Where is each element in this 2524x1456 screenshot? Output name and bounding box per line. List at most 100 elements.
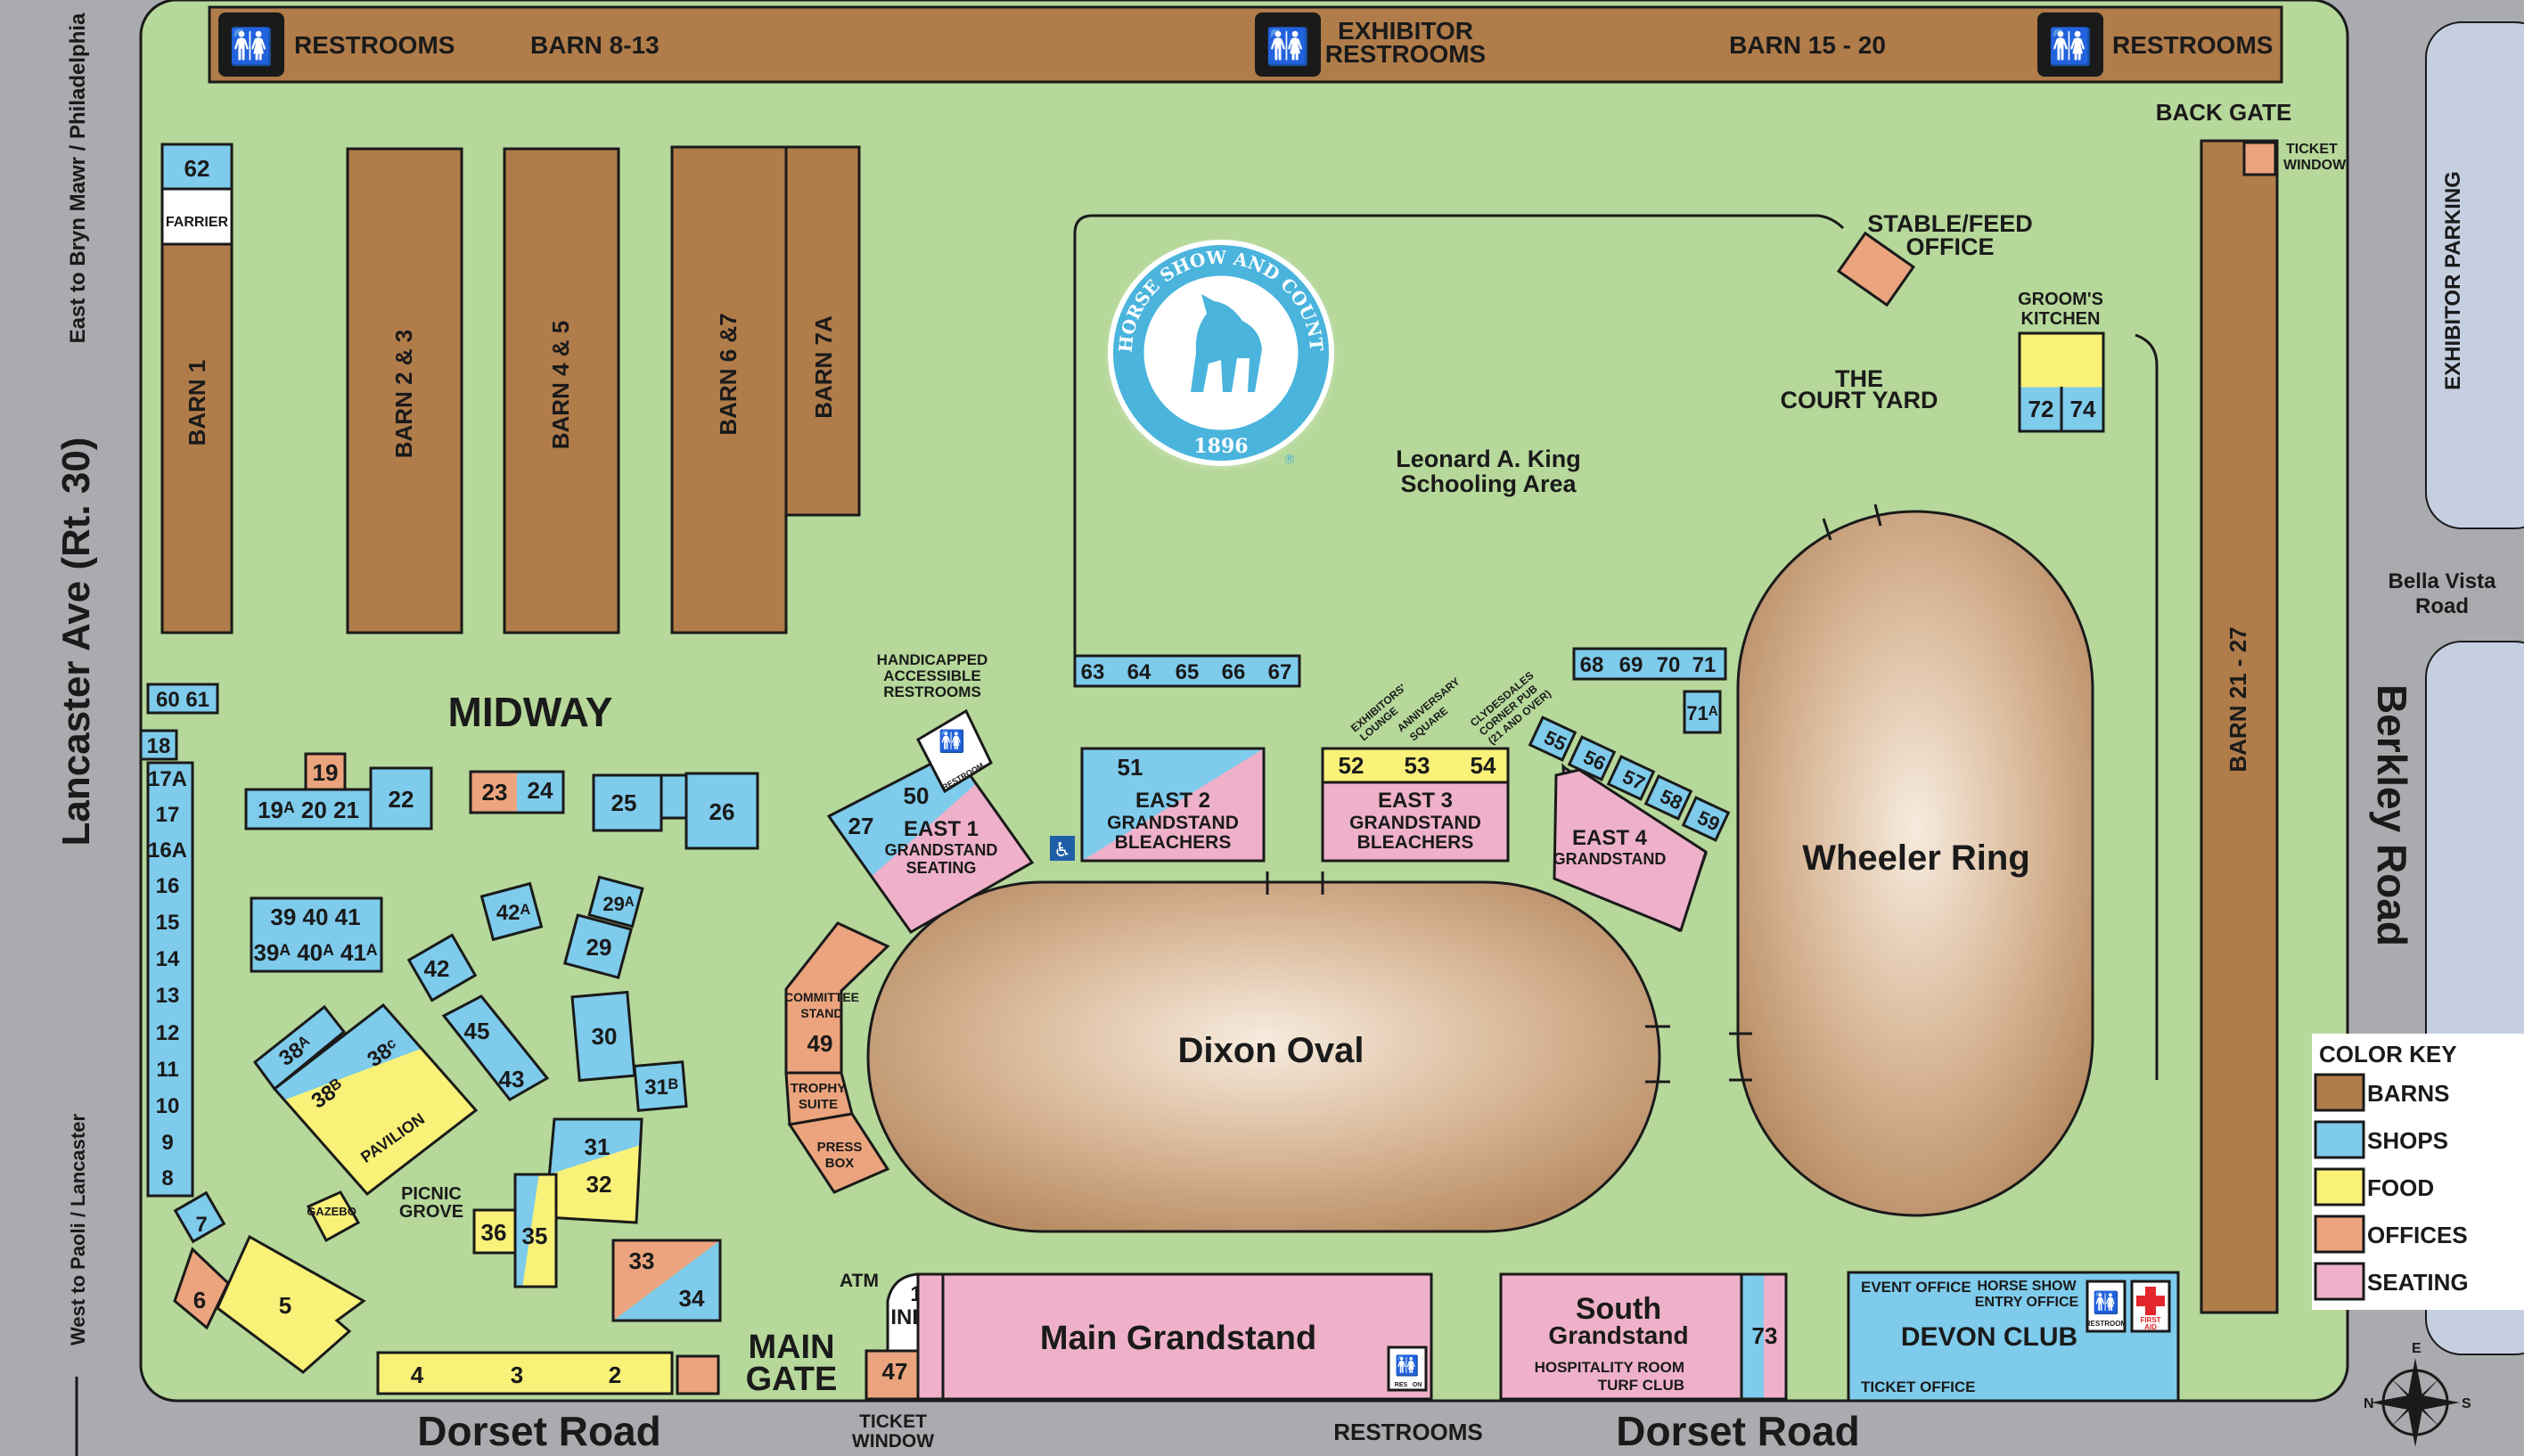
stable-feed-label-2: OFFICE (1906, 233, 1995, 260)
restroom-icon-center: 🚻 (1255, 12, 1321, 77)
lot-23-24[interactable] (469, 770, 565, 814)
gazebo[interactable] (306, 1190, 361, 1243)
lot-27-label: 27 (848, 813, 874, 839)
devon-club-restroom[interactable] (2086, 1280, 2127, 1333)
barn-7a[interactable] (784, 145, 861, 517)
lot-5[interactable] (216, 1234, 366, 1374)
handicapped-label-3: RESTROOMS (883, 683, 981, 700)
barn-1[interactable] (160, 242, 234, 634)
lot-59[interactable] (1681, 796, 1731, 842)
legend-label-offices: OFFICES (2367, 1222, 2468, 1248)
lot-53-label: 53 (1405, 752, 1430, 779)
lot-39-bottom-label: 39ᴬ 40ᴬ 41ᴬ (253, 939, 377, 966)
barn-21-27[interactable] (2200, 139, 2279, 1314)
lot-36[interactable] (472, 1208, 517, 1255)
east-2-grandstand[interactable] (1080, 747, 1266, 863)
horse-icon (1191, 294, 1262, 392)
ticket-window-top-box[interactable] (2242, 141, 2277, 176)
lot-71a[interactable] (1683, 690, 1722, 734)
lot-63-67-labels: 63 64 65 66 67 (1081, 660, 1292, 684)
ticket-window-booth[interactable] (865, 1349, 920, 1401)
lot-22[interactable] (369, 766, 433, 830)
press-box[interactable] (787, 1112, 890, 1194)
lot-22-label: 22 (389, 786, 414, 813)
lot-39-41[interactable] (250, 896, 383, 973)
east-1-grandstand[interactable] (826, 750, 1035, 934)
lot-7[interactable] (173, 1190, 226, 1244)
lot-19-label: 19 (313, 759, 339, 786)
lot-43-label: 43 (499, 1066, 525, 1092)
lot-30[interactable] (570, 990, 636, 1083)
lot-57[interactable] (1606, 755, 1656, 801)
dixon-oval[interactable] (866, 880, 1661, 1233)
lot-6[interactable] (173, 1247, 230, 1330)
lot-52-54[interactable] (1321, 747, 1510, 784)
lot-38a[interactable] (252, 1004, 347, 1092)
main-grandstand-label: Main Grandstand (1040, 1320, 1316, 1357)
east-4-grandstand[interactable] (1553, 768, 1708, 933)
barn-2-3[interactable] (346, 147, 463, 634)
lot-33-34[interactable] (611, 1239, 722, 1322)
compass-s: S (2462, 1396, 2471, 1411)
lot-60-61[interactable] (146, 683, 219, 715)
lot-38-pavilion[interactable] (272, 1002, 479, 1197)
wheeler-ring[interactable] (1736, 510, 2094, 1217)
lot-50-label: 50 (904, 782, 930, 809)
horse-show-entry-label-2: ENTRY OFFICE (1975, 1295, 2079, 1310)
lot-55-59[interactable]: 55 56 57 58 59 (1528, 716, 1731, 842)
lot-55[interactable] (1528, 716, 1578, 762)
lot-2-4[interactable] (376, 1351, 674, 1395)
lot-23-label: 23 (482, 779, 508, 806)
farrier-label: FARRIER (166, 215, 229, 230)
lancaster-ave-label: Lancaster Ave (Rt. 30) (54, 438, 98, 847)
lot-5-label: 5 (279, 1292, 291, 1319)
east-3-label-2: GRANDSTAND (1349, 813, 1481, 833)
oval-gate-ticks (1266, 871, 1670, 1084)
left-shop-column[interactable] (146, 761, 194, 1198)
legend-swatch-food (2314, 1167, 2365, 1207)
lot-26[interactable] (684, 772, 759, 850)
lot-19a-20-21[interactable] (244, 788, 373, 830)
lot-29a[interactable] (587, 875, 644, 928)
small-office-near-gate[interactable] (676, 1354, 720, 1395)
rest-on-label-2: ON (1413, 1382, 1422, 1388)
lot-52-label: 52 (1339, 752, 1364, 779)
lot-25-connector[interactable] (660, 773, 688, 820)
lot-56[interactable] (1567, 735, 1617, 781)
south-grandstand-label-1: South (1576, 1292, 1661, 1326)
lot-42a[interactable] (479, 881, 544, 942)
barn-6-7[interactable] (670, 145, 788, 634)
lot-17a-label: 17A (148, 767, 187, 791)
stable-feed-office[interactable] (1836, 231, 1916, 307)
lot-68-71[interactable] (1572, 647, 1727, 681)
south-grandstand[interactable] (1499, 1272, 1743, 1401)
farrier-box[interactable] (160, 187, 234, 246)
stable-feed-label-1: STABLE/FEED (1867, 210, 2033, 237)
lot-73[interactable] (1740, 1272, 1788, 1401)
horse-show-entry-label-1: HORSE SHOW (1977, 1279, 2077, 1294)
svg-text:🚻: 🚻 (229, 26, 274, 68)
main-grandstand-restroom[interactable] (1387, 1346, 1428, 1392)
lot-63-67[interactable] (1073, 654, 1301, 688)
lot-45-43[interactable] (441, 994, 550, 1101)
lot-42[interactable] (406, 933, 478, 1002)
schooling-label-1: Leonard A. King (1396, 446, 1581, 472)
compass-rose-icon: N S E (2364, 1341, 2471, 1447)
east-1-label-1: EAST 1 (904, 817, 979, 841)
lot-58[interactable] (1643, 774, 1693, 821)
handicapped-restroom[interactable] (916, 708, 993, 794)
first-aid-icon (2136, 1287, 2165, 1315)
ticket-window-bottom-label-1: TICKET (859, 1411, 927, 1432)
lot-34-label: 34 (679, 1285, 705, 1312)
logo-reg: ® (1283, 453, 1296, 467)
lot-31b[interactable] (633, 1060, 688, 1112)
lot-4-label: 4 (411, 1362, 424, 1388)
main-grandstand[interactable] (941, 1272, 1433, 1401)
barn-4-5[interactable] (503, 147, 620, 634)
lot-29[interactable] (562, 913, 634, 979)
lot-70-label: 70 (1657, 653, 1681, 677)
handicapped-label-2: ACCESSIBLE (883, 667, 981, 684)
east-path (2135, 333, 2159, 1080)
lot-18[interactable] (139, 729, 178, 761)
